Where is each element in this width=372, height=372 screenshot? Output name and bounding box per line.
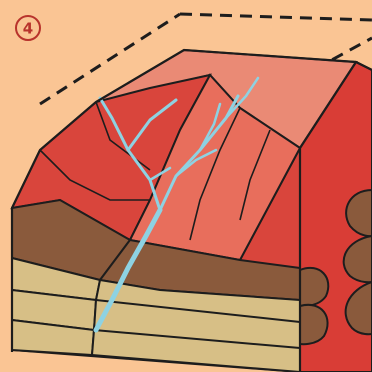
step-badge-number: 4	[23, 20, 33, 38]
step-badge: 4	[16, 16, 40, 40]
hidden-edge-top	[180, 14, 372, 20]
